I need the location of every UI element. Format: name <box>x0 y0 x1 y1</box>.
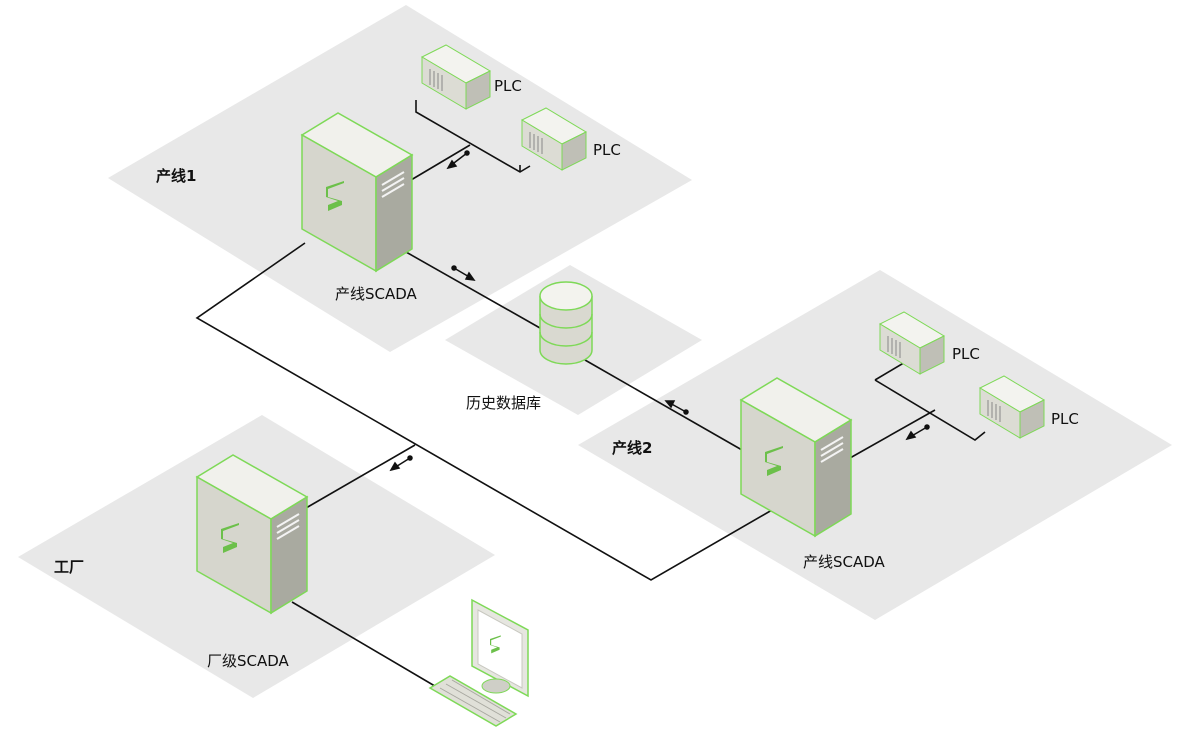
link-factory-ws <box>291 601 446 693</box>
zone-label-factory: 工厂 <box>54 558 85 576</box>
link-backbone-factory <box>305 444 416 509</box>
plc-module-icon <box>978 375 1046 439</box>
link-plc2a <box>874 379 986 441</box>
data-flow-arrow-icon <box>389 455 413 472</box>
connection-lines <box>195 100 986 693</box>
zone-line2-plate <box>578 270 1172 620</box>
server-tower-icon <box>300 112 414 273</box>
link-plc1a <box>415 100 531 173</box>
history-db-label: 历史数据库 <box>466 394 542 412</box>
plc-label: PLC <box>1051 410 1079 428</box>
link-scada1-db <box>405 251 541 329</box>
plc-label: PLC <box>593 141 621 159</box>
server-tower-icon <box>195 454 309 615</box>
flow-arrows <box>389 150 930 472</box>
server-tower-icon <box>739 377 853 538</box>
line2-scada-label: 产线SCADA <box>803 553 885 571</box>
plc-module-icon <box>878 311 946 375</box>
link-db-scada2 <box>584 359 743 451</box>
zone-label-line2: 产线2 <box>612 439 653 457</box>
database-cylinder-icon <box>539 281 593 365</box>
data-flow-arrow-icon <box>451 265 476 281</box>
plc-module-icon <box>520 107 588 171</box>
factory-scada-label: 厂级SCADA <box>207 652 289 670</box>
plc-label: PLC <box>494 77 522 95</box>
data-flow-arrow-icon <box>905 424 930 441</box>
plc-module-icon <box>420 44 492 110</box>
zone-label-line1: 产线1 <box>156 167 197 185</box>
monitor-keyboard-icon <box>428 598 529 727</box>
plc-label: PLC <box>952 345 980 363</box>
data-flow-arrow-icon <box>446 150 470 170</box>
link-scada1-plcbus <box>410 144 471 181</box>
link-scada2-plcbus <box>849 409 936 459</box>
line1-scada-label: 产线SCADA <box>335 285 417 303</box>
data-flow-arrow-icon <box>664 400 689 415</box>
link-backbone <box>195 242 773 581</box>
